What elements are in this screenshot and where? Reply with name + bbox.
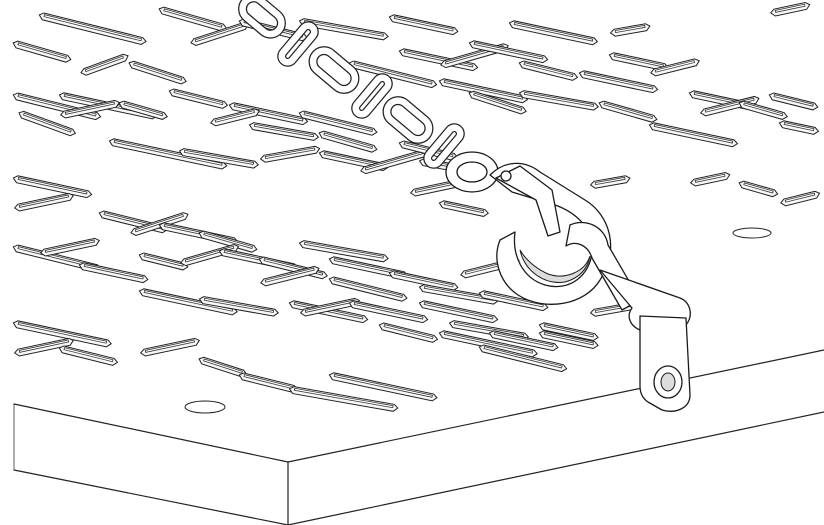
tread-cleat <box>248 122 320 141</box>
tread-cleat <box>38 12 147 45</box>
tread-cleat <box>538 322 599 342</box>
tread-cleat <box>388 14 459 36</box>
chain <box>238 0 499 193</box>
tread-cleat <box>118 100 168 120</box>
tread-cleat <box>128 60 187 85</box>
plate-front-bottom-edge <box>13 469 289 525</box>
tread-cleat <box>328 372 438 402</box>
tread-cleat <box>438 78 529 104</box>
tread-cleat <box>138 252 189 271</box>
tread-cleat <box>438 200 490 217</box>
tread-cleat <box>388 270 459 292</box>
tread-cleat <box>288 386 399 412</box>
tread-cleat <box>168 88 229 109</box>
latch-pin <box>500 170 512 182</box>
chain-link <box>277 21 319 67</box>
tread-cleat <box>518 60 579 81</box>
tread-cleat <box>648 122 739 148</box>
tread-cleat <box>12 40 72 63</box>
bolt-center <box>660 372 676 392</box>
tread-cleat <box>238 372 299 393</box>
chain-link <box>382 96 434 144</box>
mat-plate <box>13 349 824 525</box>
tread-cleat <box>328 276 408 302</box>
tread-cleat <box>589 175 631 189</box>
tread-cleat <box>298 110 378 136</box>
tread-cleat <box>768 92 819 111</box>
plate-front-top-edge <box>13 349 824 463</box>
tread-cleat <box>39 237 101 257</box>
tread-cleat <box>578 70 659 94</box>
chain-link <box>423 123 465 169</box>
tread-cleat <box>609 23 651 37</box>
tread-cleat <box>12 320 112 348</box>
tread-cleat <box>259 145 321 163</box>
tread-cleat <box>228 102 309 126</box>
tread-cleat <box>348 300 429 324</box>
tread-cleat <box>598 100 658 123</box>
hook-shadow <box>519 249 591 283</box>
tread-cleat <box>139 337 201 357</box>
tread-cleat <box>468 90 527 115</box>
tread-cleat <box>508 20 599 46</box>
tread-cleat <box>298 240 389 263</box>
safety-hook <box>489 162 612 305</box>
lifting-eye <box>565 221 691 412</box>
tread-cleat <box>158 6 228 32</box>
tread-cleat <box>298 18 389 41</box>
tread-cleat <box>418 300 499 324</box>
hook-safety-latch <box>495 165 561 237</box>
tread-cleat <box>13 192 75 212</box>
tread-cleat <box>778 120 820 135</box>
tread-cleat <box>378 322 439 343</box>
tread-cleat <box>738 100 788 120</box>
tread-cleat <box>198 296 280 317</box>
tread-cleat <box>18 110 77 137</box>
tread-cleat <box>78 262 149 284</box>
tread-cleat <box>198 230 258 253</box>
tread-cleat <box>178 148 260 169</box>
chain-link <box>308 46 360 94</box>
plate-side-bottom-edge <box>287 411 824 525</box>
tread-pattern <box>12 1 821 412</box>
tread-cleat <box>738 180 779 198</box>
tread-cleat <box>209 108 260 127</box>
chain-link <box>351 73 393 119</box>
tread-cleat <box>478 290 549 312</box>
tread-cleat <box>538 330 599 350</box>
tread-cleat <box>779 190 821 207</box>
chain-link <box>238 0 286 39</box>
tread-cleat <box>608 52 669 72</box>
tread-cleat <box>689 171 731 187</box>
tread-cleat <box>80 53 129 76</box>
tread-cleat <box>769 1 811 17</box>
mounting-hole <box>184 400 226 414</box>
tread-cleat <box>518 90 600 111</box>
tread-cleat <box>108 138 228 170</box>
tread-cleat <box>438 330 538 358</box>
tread-cleat <box>259 265 320 287</box>
tread-cleat <box>488 330 559 352</box>
tread-cleat <box>418 284 500 305</box>
mounting-hole <box>732 227 772 239</box>
tread-cleat <box>478 344 568 373</box>
tread-cleat <box>468 40 549 64</box>
tread-cleat <box>348 60 438 89</box>
tread-cleat <box>649 58 700 77</box>
mounting-holes <box>184 227 772 414</box>
tread-cleat <box>130 212 189 236</box>
tread-cleat <box>58 345 119 366</box>
tread-cleat <box>13 337 75 357</box>
tread-cleat <box>12 175 93 199</box>
tread-cleat <box>318 130 378 153</box>
